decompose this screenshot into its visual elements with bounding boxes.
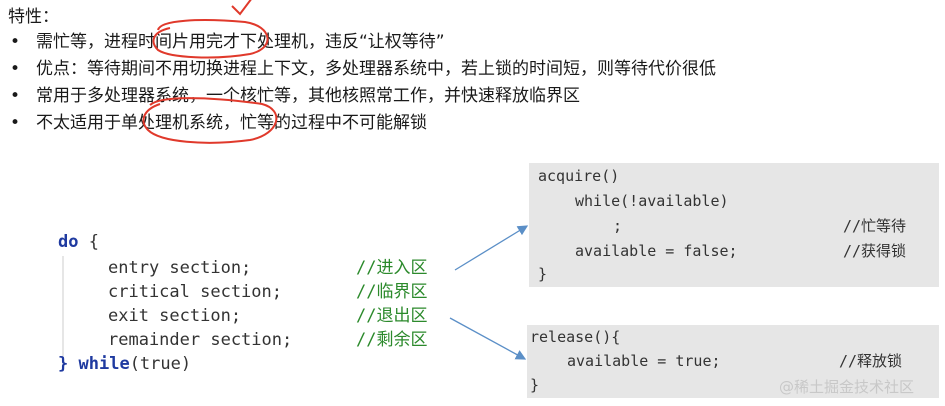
code-text: available = true; (567, 352, 721, 370)
acquire-code-box: acquire() while(!available) ; //忙等待 avai… (529, 163, 939, 287)
code-text: { (78, 232, 99, 252)
list-item: • 优点：等待期间不用切换进程上下文，多处理器系统中，若上锁的时间短，则等待代价… (8, 57, 716, 84)
code-text: acquire() (538, 167, 620, 185)
code-text: while(!available) (575, 192, 729, 210)
list-item-text: 优点：等待期间不用切换进程上下文，多处理器系统中，若上锁的时间短，则等待代价很低 (36, 59, 716, 79)
list-item-text: 不太适用于单处理机系统，忙等的过程中不可能解锁 (36, 113, 427, 133)
code-text: remainder section; (108, 330, 293, 350)
arrow-to-release (449, 317, 527, 360)
release-code-box: release(){ available = true; //释放锁 } (527, 325, 939, 398)
code-comment: //释放锁 (839, 352, 903, 370)
bullet-marker: • (10, 32, 21, 52)
code-text: ; (613, 217, 623, 235)
code-comment: //退出区 (356, 306, 428, 326)
list-item-text: 需忙等，进程时间片用完才下处理机，违反“让权等待” (36, 32, 445, 52)
list-item: • 常用于多处理器系统，一个核忙等，其他核照常工作，并快速释放临界区 (8, 84, 716, 111)
watermark: @稀土掘金技术社区 (779, 378, 915, 396)
code-keyword: do (58, 232, 79, 252)
code-comment: //获得锁 (843, 242, 907, 260)
bullet-marker: • (10, 86, 21, 106)
code-brace: } (58, 354, 69, 374)
check-mark-icon (231, 0, 252, 16)
code-text: critical section; (108, 282, 282, 302)
code-text: } (538, 265, 548, 283)
code-text: release(){ (530, 328, 621, 346)
code-text: (true) (129, 354, 192, 374)
code-line: exit section; (108, 304, 241, 328)
section-heading: 特性： (8, 7, 59, 27)
code-keyword: while (78, 354, 130, 374)
code-text: } (530, 376, 540, 394)
code-text: exit section; (108, 306, 242, 326)
code-line: } while(true) (58, 352, 191, 376)
code-comment: //忙等待 (843, 217, 907, 235)
code-line: remainder section; (108, 328, 292, 352)
bullet-marker: • (10, 59, 21, 79)
code-line: critical section; (108, 280, 282, 304)
feature-list: • 需忙等，进程时间片用完才下处理机，违反“让权等待” • 优点：等待期间不用切… (8, 30, 716, 138)
bullet-marker: • (10, 113, 21, 133)
code-comment: //进入区 (356, 258, 428, 278)
code-text: available = false; (575, 242, 738, 260)
code-line: do { (58, 230, 99, 254)
code-comment: //剩余区 (356, 330, 428, 350)
list-item-text: 常用于多处理器系统，一个核忙等，其他核照常工作，并快速释放临界区 (36, 86, 580, 106)
list-item: • 需忙等，进程时间片用完才下处理机，违反“让权等待” (8, 30, 716, 57)
code-text: entry section; (108, 258, 252, 278)
code-comment: //临界区 (356, 282, 428, 302)
code-line: entry section; (108, 256, 251, 280)
code-indent-guide (62, 256, 64, 356)
arrow-to-acquire (454, 225, 529, 271)
list-item: • 不太适用于单处理机系统，忙等的过程中不可能解锁 (8, 111, 716, 138)
